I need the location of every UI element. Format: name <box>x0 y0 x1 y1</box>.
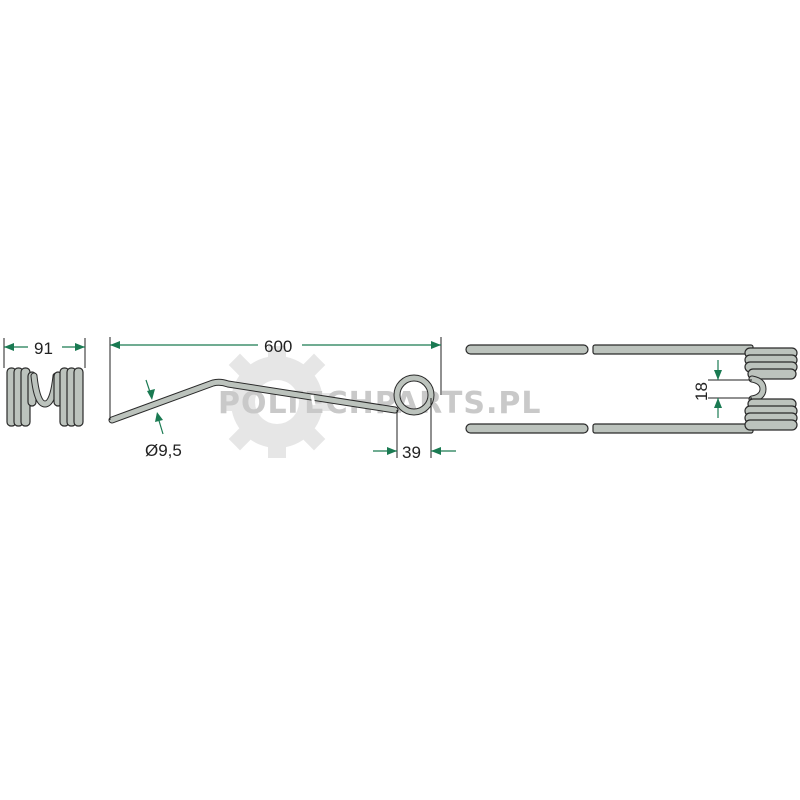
dimension-total-length: 600 <box>109 337 442 420</box>
coil-end-view <box>6 367 84 427</box>
wire-diameter-label: Ø9,5 <box>145 441 182 460</box>
lower-tine <box>465 423 754 434</box>
upper-coil <box>744 347 798 380</box>
right-coil <box>53 367 84 427</box>
coil-offset-label: 39 <box>402 443 421 462</box>
upper-tine <box>465 344 754 355</box>
total-length-label: 600 <box>264 337 292 356</box>
left-coil <box>6 367 37 427</box>
dimension-coil-offset: 39 <box>373 398 456 462</box>
dimension-wire-diameter: Ø9,5 <box>145 379 182 460</box>
tine-spacing-label: 18 <box>692 382 711 401</box>
coil-width-label: 91 <box>34 339 53 358</box>
dimension-tine-spacing: 18 <box>692 360 752 418</box>
lower-coil <box>744 398 798 431</box>
tine-top-view <box>465 344 798 434</box>
tine-side-view <box>108 374 435 424</box>
dimension-coil-width: 91 <box>3 338 86 368</box>
gear-icon <box>221 346 333 458</box>
